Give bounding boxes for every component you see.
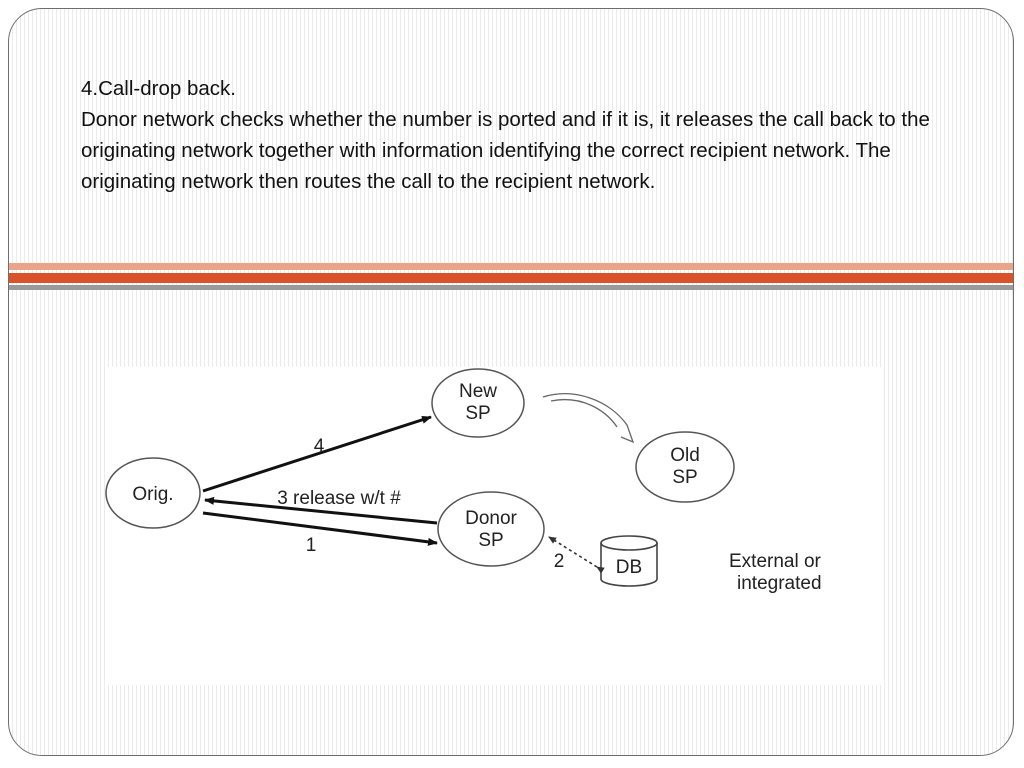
edge-step4-arrow: [202, 415, 432, 493]
node-db: DB: [600, 535, 658, 587]
node-donor-sp-label-1: Donor: [465, 508, 517, 529]
edge-step4-label: 4: [314, 436, 325, 457]
node-old-sp-label-1: Old: [670, 445, 700, 466]
edge-step3-arrow: [204, 496, 438, 525]
edge-step3-label: 3 release w/t #: [277, 488, 401, 509]
node-orig: Orig.: [105, 457, 201, 529]
node-new-sp-label-2: SP: [465, 403, 490, 424]
slide-body: Donor network checks whether the number …: [81, 108, 930, 193]
node-donor-sp: Donor SP: [437, 491, 545, 567]
band-stripe-orange: [9, 273, 1013, 283]
node-donor-sp-label-2: SP: [478, 530, 503, 551]
call-drop-back-diagram: Orig. New SP Old SP Donor: [105, 367, 881, 685]
node-old-sp-label-2: SP: [672, 467, 697, 488]
node-new-sp: New SP: [431, 368, 525, 438]
band-stripe-gray: [9, 285, 1013, 290]
slide-heading: 4.Call-drop back.: [81, 77, 236, 100]
edge-step1-label: 1: [306, 535, 317, 556]
edge-step1-arrow: [202, 511, 438, 546]
node-new-sp-label-1: New: [459, 381, 497, 402]
node-orig-label: Orig.: [132, 484, 173, 505]
note-line-1: External or: [729, 551, 822, 572]
node-db-label: DB: [616, 557, 642, 578]
porting-arrow: [542, 393, 635, 444]
band-stripe-light: [9, 263, 1013, 270]
diagram-svg: Orig. New SP Old SP Donor: [105, 368, 822, 594]
porting-arrow-tail: [550, 399, 618, 428]
node-old-sp: Old SP: [635, 431, 735, 503]
slide-text: 4.Call-drop back. Donor network checks w…: [81, 73, 951, 197]
slide-frame: 4.Call-drop back. Donor network checks w…: [8, 8, 1014, 756]
note-line-2: integrated: [737, 573, 822, 594]
decorative-band: [9, 263, 1013, 293]
edge-step2-label: 2: [554, 551, 565, 572]
